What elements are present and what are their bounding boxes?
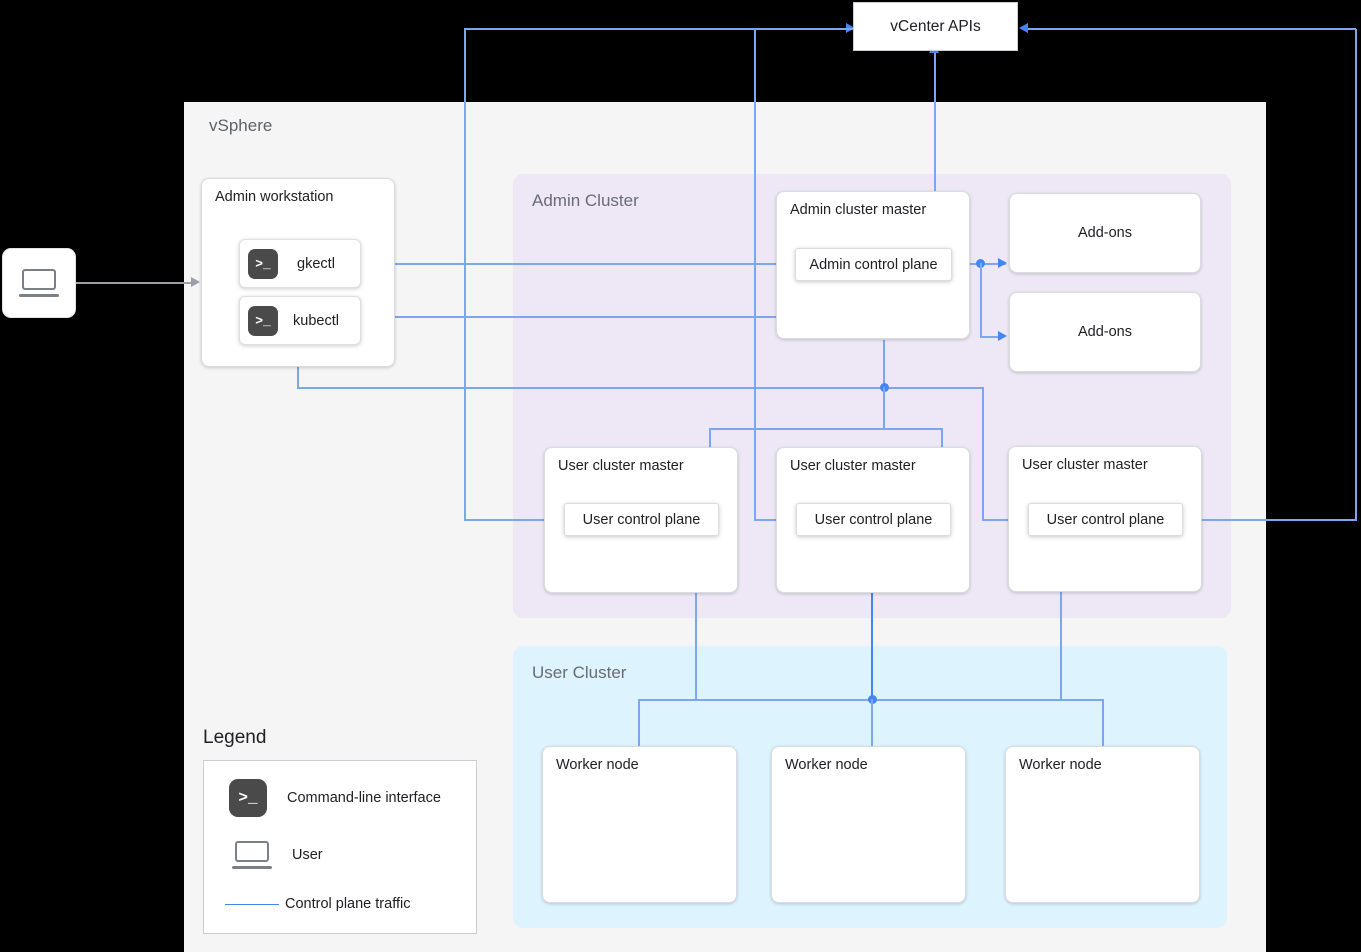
connector-trunk-left-to-vcenter <box>464 28 853 30</box>
connector-gkectl-to-admin-control-plane <box>359 263 793 265</box>
vsphere-label: vSphere <box>209 116 273 135</box>
legend-item-user: User <box>232 841 323 869</box>
arrowhead-user-to-workstation <box>191 277 200 287</box>
connector-addons-2-stub <box>980 336 1002 338</box>
line-swatch-icon <box>225 903 279 905</box>
gkectl-label: gkectl <box>297 255 335 272</box>
legend-label-traffic: Control plane traffic <box>285 896 411 912</box>
worker-node-card-1[interactable]: Worker node <box>542 746 737 903</box>
user-control-plane-box-2[interactable]: User control plane <box>796 503 951 536</box>
connector-admin-cp-to-vcenter <box>934 52 936 264</box>
legend-label-user: User <box>292 847 323 863</box>
connector-trunk-left-to-ucp1 <box>464 519 579 521</box>
kubectl-tool[interactable]: kubectl <box>239 296 361 345</box>
connector-bus-up-to-admincp <box>883 340 885 388</box>
connector-worker1-down <box>638 699 640 747</box>
connector-ucp1-down <box>695 540 697 700</box>
user-cluster-master-title-3: User cluster master <box>1022 457 1148 473</box>
worker-node-card-2[interactable]: Worker node <box>771 746 966 903</box>
legend-title: Legend <box>203 727 267 748</box>
terminal-icon <box>248 305 278 336</box>
admin-workstation-card[interactable]: Admin workstation gkectl kubectl <box>201 178 395 367</box>
arrowhead-addons-1 <box>998 258 1007 268</box>
user-actor-box[interactable] <box>2 248 76 318</box>
admin-cluster-master-title: Admin cluster master <box>790 202 927 218</box>
admin-cluster-label: Admin Cluster <box>532 191 639 210</box>
vcenter-apis-box[interactable]: vCenter APIs <box>853 2 1018 51</box>
connector-addons-bus-down <box>980 263 982 337</box>
user-cluster-master-title-2: User cluster master <box>790 458 916 474</box>
gkectl-tool[interactable]: gkectl <box>239 239 361 288</box>
arrowhead-right-into-vcenter <box>1019 23 1028 33</box>
user-control-plane-box-1[interactable]: User control plane <box>564 503 719 536</box>
connector-kubectl-horizontal <box>359 316 876 318</box>
connector-branch-down-ucp3 <box>982 387 984 520</box>
connector-ucp3-down <box>1060 540 1062 700</box>
legend-item-traffic: Control plane traffic <box>225 896 410 912</box>
terminal-icon <box>248 248 278 279</box>
kubectl-label: kubectl <box>293 312 339 329</box>
laptop-icon <box>19 269 59 297</box>
connector-right-edge-vertical <box>1355 29 1357 520</box>
laptop-icon <box>232 841 272 869</box>
connector-bus-to-left-branch <box>709 428 884 430</box>
arrowhead-addons-2 <box>998 331 1007 341</box>
legend-label-cli: Command-line interface <box>287 790 441 806</box>
legend-box: Command-line interface User Control plan… <box>203 760 477 934</box>
addons-label-2: Add-ons <box>1077 324 1132 340</box>
legend-item-cli: Command-line interface <box>229 779 441 817</box>
connector-trunk-left-vertical <box>464 29 466 520</box>
connector-worker3-down <box>1102 699 1104 747</box>
connector-branch-to-ucp3 <box>982 519 1025 521</box>
connector-ucp2-down <box>871 540 873 700</box>
worker-node-card-3[interactable]: Worker node <box>1005 746 1200 903</box>
connector-workstation-to-bus <box>297 387 885 389</box>
connector-bus-to-right-branch <box>883 428 943 430</box>
user-cluster-label: User Cluster <box>532 663 627 682</box>
connector-right-edge-to-vcenter <box>1027 28 1356 30</box>
worker-node-title-2: Worker node <box>785 757 868 773</box>
user-cluster-master-title-1: User cluster master <box>558 458 684 474</box>
terminal-icon <box>229 779 267 817</box>
user-control-plane-box-3[interactable]: User control plane <box>1028 503 1183 536</box>
connector-bus-down <box>883 387 885 429</box>
worker-node-title-3: Worker node <box>1019 757 1102 773</box>
addons-card-2[interactable]: Add-ons <box>1009 292 1201 372</box>
connector-trunk-mid-vertical <box>754 29 756 520</box>
connector-bus-right <box>885 387 984 389</box>
admin-workstation-title: Admin workstation <box>215 189 334 205</box>
connector-worker2-down <box>871 699 873 747</box>
connector-user-to-workstation <box>76 282 192 284</box>
addons-card-1[interactable]: Add-ons <box>1009 193 1201 273</box>
addons-label-1: Add-ons <box>1077 225 1132 241</box>
worker-node-title-1: Worker node <box>556 757 639 773</box>
connector-trunk-mid-to-vcenter <box>754 28 853 30</box>
admin-control-plane-box[interactable]: Admin control plane <box>795 248 952 281</box>
connector-ucp3-to-right-edge <box>1185 519 1357 521</box>
